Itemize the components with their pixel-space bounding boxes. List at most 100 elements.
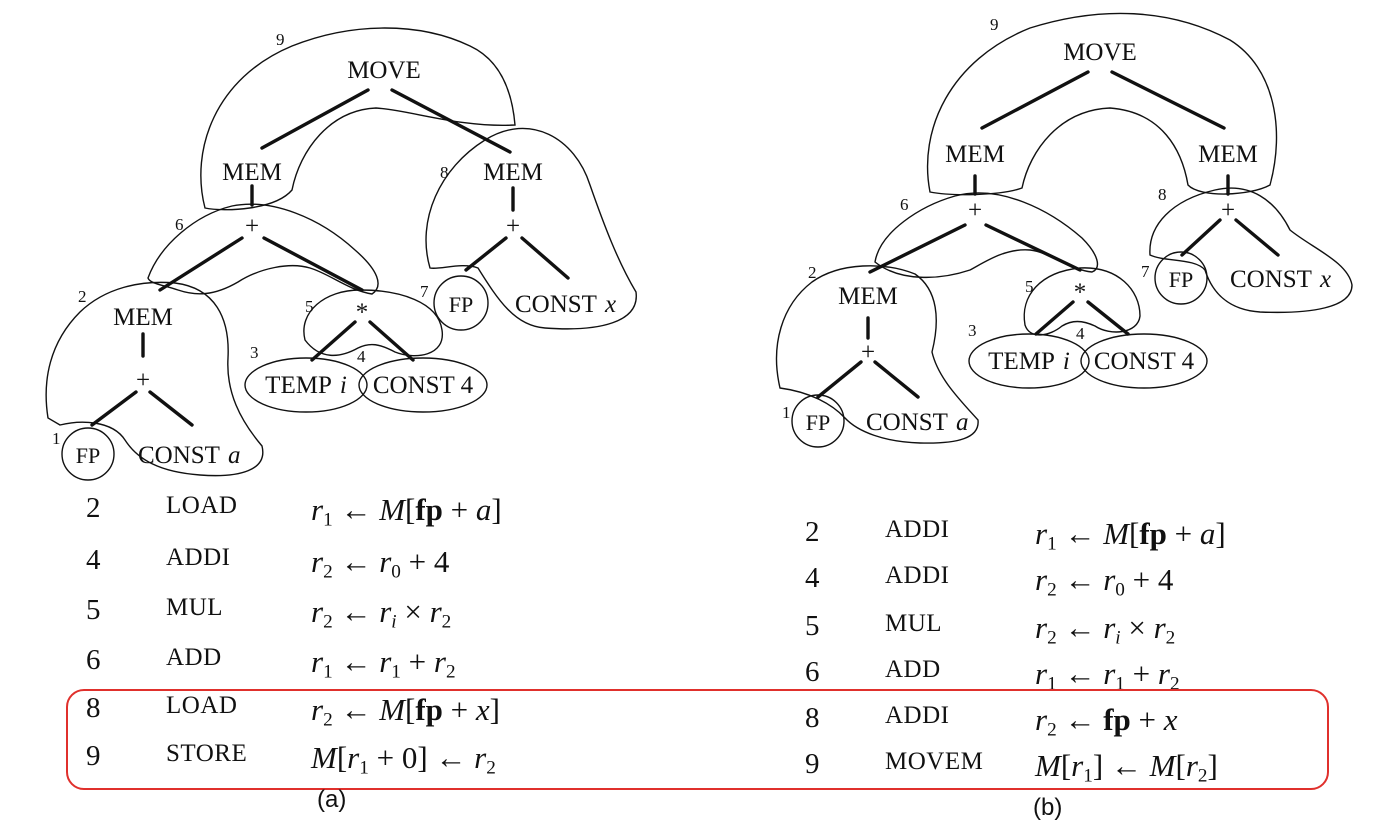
const-var: a (228, 442, 241, 469)
edge-plus-const-a (148, 390, 194, 427)
instruction-number: 6 (86, 644, 101, 676)
node-mem: MEM (113, 304, 173, 331)
edge-plus-times (262, 236, 364, 292)
node-move: MOVE (347, 57, 421, 84)
instruction-opcode: LOAD (166, 492, 238, 519)
node-fp: FP (76, 443, 100, 468)
instruction-number: 8 (805, 702, 820, 734)
tiles-a (45, 27, 637, 481)
edge-move-mem-right (1110, 70, 1226, 130)
instruction-opcode: ADDI (885, 562, 950, 589)
edge-plus-mem-lower (158, 236, 244, 292)
tile-number: 1 (782, 403, 791, 422)
const-keyword: CONST (515, 291, 597, 318)
node-const-a: CONST a (138, 442, 240, 469)
instruction-number: 5 (86, 594, 101, 626)
tile-9-a (200, 27, 516, 211)
tile-number: 3 (968, 321, 977, 340)
instruction-opcode: ADD (166, 644, 222, 671)
instruction-expression: r2 ← M[fp + x] (311, 692, 500, 731)
instruction-expression: r2 ← r0 + 4 (1035, 562, 1174, 601)
tile-numbers-b: 9 8 6 2 5 3 4 7 1 (782, 15, 1167, 422)
edge-times-temp (1034, 300, 1075, 336)
edge-plus-const-x (520, 236, 570, 280)
node-temp-i: TEMP i (988, 348, 1070, 375)
const-var: x (604, 291, 616, 318)
edge-move-mem-left (980, 70, 1090, 130)
tile-number: 1 (52, 429, 61, 448)
instruction-number: 4 (805, 562, 820, 594)
node-plus: + (245, 213, 259, 240)
tile-number: 8 (440, 163, 449, 182)
edge-plus-mem-lower (868, 223, 967, 274)
instruction-number: 9 (805, 748, 820, 780)
node-fp: FP (449, 292, 473, 317)
tile-8-b (1149, 187, 1353, 314)
instruction-number: 2 (86, 492, 101, 524)
tile-4-a (358, 357, 488, 413)
tile-number: 9 (276, 30, 285, 49)
edge-plus-fp-right (464, 236, 508, 272)
node-plus: + (506, 213, 520, 240)
instruction-opcode: LOAD (166, 692, 238, 719)
node-const-4: CONST 4 (1094, 348, 1195, 375)
tile-5-a (303, 289, 443, 357)
tile-number: 2 (78, 287, 87, 306)
node-plus: + (968, 197, 982, 224)
tile-9-b (926, 12, 1278, 196)
temp-var: i (1063, 348, 1070, 375)
node-plus: + (861, 339, 875, 366)
instruction-opcode: MUL (885, 610, 943, 637)
tile-number: 5 (1025, 277, 1034, 296)
instruction-expression: r1 ← M[fp + a] (1035, 516, 1226, 555)
const-keyword: CONST (1230, 266, 1312, 293)
highlight-box (66, 689, 1329, 790)
instruction-number: 5 (805, 610, 820, 642)
tile-number: 4 (1076, 324, 1085, 343)
node-plus: + (1221, 197, 1235, 224)
tile-number: 7 (1141, 262, 1150, 281)
instruction-expression: M[r1] ← M[r2] (1035, 748, 1218, 787)
tile-2-b (775, 265, 979, 444)
instruction-number: 4 (86, 544, 101, 576)
instruction-expression: r1 ← r1 + r2 (1035, 656, 1180, 695)
instruction-expression: r2 ← r0 + 4 (311, 544, 450, 583)
tile-7-b (1154, 251, 1208, 305)
edge-times-temp (310, 320, 357, 362)
instruction-opcode: MOVEM (885, 748, 984, 775)
edge-plus-fp (90, 390, 138, 427)
edge-move-mem-left (260, 88, 370, 150)
tile-number: 4 (357, 347, 366, 366)
tile-number: 3 (250, 343, 259, 362)
tile-5-b (1023, 267, 1141, 336)
edge-plus-const-a (873, 360, 920, 399)
caption-a: (a) (317, 786, 347, 813)
tile-number: 2 (808, 263, 817, 282)
instruction-number: 2 (805, 516, 820, 548)
node-times: * (1074, 279, 1087, 306)
instruction-expression: r2 ← ri × r2 (311, 594, 452, 633)
const-keyword: CONST (138, 442, 220, 469)
tile-1-b (791, 394, 845, 448)
tile-number: 6 (900, 195, 909, 214)
node-fp: FP (1169, 267, 1193, 292)
edges-a (90, 88, 570, 427)
node-mem: MEM (1198, 141, 1258, 168)
const-keyword: CONST (866, 409, 948, 436)
instruction-opcode: MUL (166, 594, 224, 621)
node-const-x: CONST x (515, 291, 616, 318)
instruction-expression: r1 ← r1 + r2 (311, 644, 456, 683)
temp-keyword: TEMP (265, 372, 332, 399)
caption-b: (b) (1033, 794, 1063, 821)
temp-keyword: TEMP (988, 348, 1055, 375)
tile-number: 5 (305, 297, 314, 316)
tile-3-a (244, 357, 368, 413)
edge-plus-const-x (1234, 218, 1280, 257)
tile-number: 9 (990, 15, 999, 34)
node-const-4: CONST 4 (373, 372, 474, 399)
